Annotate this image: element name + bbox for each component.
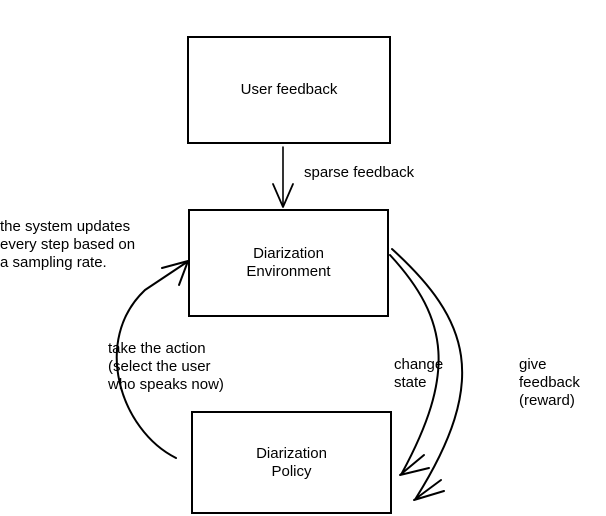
- node-diarization-environment[interactable]: Diarization Environment: [188, 209, 389, 317]
- node-user-feedback-label: User feedback: [240, 81, 338, 98]
- edge-label-system-updates: the system updates every step based on a…: [0, 218, 136, 271]
- arrow-environment-change-state: [389, 254, 440, 476]
- edge-label-change-state: change state: [394, 356, 444, 391]
- edge-label-take-action: take the action (select the user who spe…: [108, 340, 224, 393]
- arrow-user-to-environment: [272, 146, 294, 208]
- arrow-environment-give-feedback: [391, 248, 464, 501]
- node-diarization-environment-label: Diarization Environment: [246, 245, 331, 280]
- node-diarization-policy[interactable]: Diarization Policy: [191, 411, 392, 514]
- node-diarization-policy-label: Diarization Policy: [256, 444, 327, 480]
- edge-label-sparse-feedback: sparse feedback: [304, 164, 415, 181]
- edge-label-give-feedback: give feedback (reward): [519, 356, 580, 409]
- node-user-feedback[interactable]: User feedback: [187, 36, 391, 144]
